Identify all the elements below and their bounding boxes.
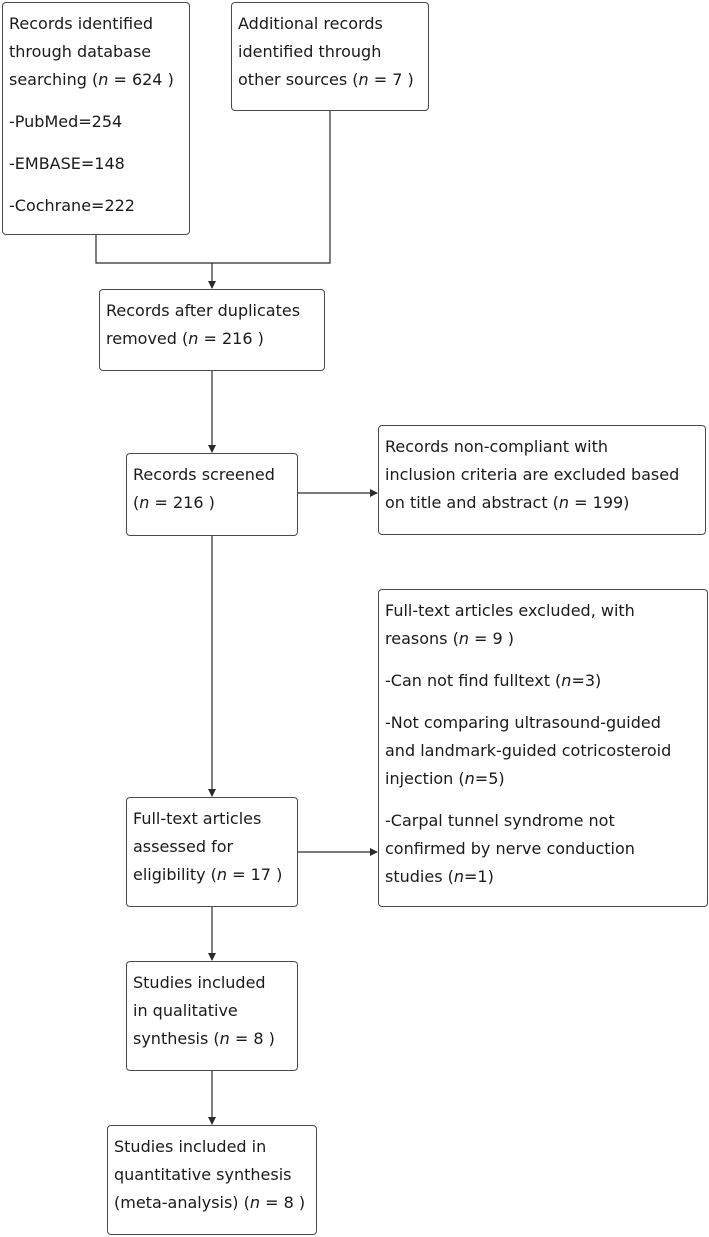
elig-line-1: Full-text articles [133, 809, 262, 828]
records-screened-box: Records screened (n = 216 ) [126, 453, 298, 536]
fulltext-exclusion-box: Full-text articles excluded, with reason… [378, 589, 708, 907]
reason-cts-line-2: confirmed by nerve conduction [385, 839, 635, 858]
title-abstract-exclusion-box: Records non-compliant with inclusion cri… [378, 425, 706, 535]
quant-line-1: Studies included in [114, 1137, 267, 1156]
elig-line-2: assessed for [133, 837, 234, 856]
qual-line-1: Studies included [133, 973, 266, 992]
pubmed-count: -PubMed=254 [9, 112, 123, 131]
qualitative-synthesis-box: Studies included in qualitative synthesi… [126, 961, 298, 1071]
reason-not-comparing-line-1: -Not comparing ultrasound-guided [385, 713, 661, 732]
quant-line-3: (meta-analysis) (n = 8 ) [114, 1193, 306, 1212]
fte-line-1: Full-text articles excluded, with [385, 601, 635, 620]
dup-line-2: removed (n = 216 ) [106, 329, 264, 348]
screened-line-2: (n = 216 ) [133, 493, 215, 512]
database-line-2: through database [9, 42, 152, 61]
eligibility-box: Full-text articles assessed for eligibil… [126, 797, 298, 907]
dup-line-1: Records after duplicates [106, 301, 301, 320]
excl-line-1: Records non-compliant with [385, 437, 609, 456]
excl-line-3: on title and abstract (n = 199) [385, 493, 630, 512]
quantitative-synthesis-box: Studies included in quantitative synthes… [107, 1125, 317, 1235]
database-line-1: Records identified [9, 14, 154, 33]
qual-line-2: in qualitative [133, 1001, 238, 1020]
merge-line [95, 111, 331, 264]
duplicates-removed-box: Records after duplicates removed (n = 21… [99, 289, 325, 371]
reason-cts-line-3: studies (n=1) [385, 867, 494, 886]
database-line-3: searching (n = 624 ) [9, 70, 174, 89]
other-line-2: identified through [238, 42, 382, 61]
other-line-3: other sources (n = 7 ) [238, 70, 414, 89]
quant-line-2: quantitative synthesis [114, 1165, 292, 1184]
reason-not-comparing-line-2: and landmark-guided cotricosteroid [385, 741, 672, 760]
reason-no-fulltext: -Can not find fulltext (n=3) [385, 671, 602, 690]
embase-count: -EMBASE=148 [9, 154, 125, 173]
fte-line-2: reasons (n = 9 ) [385, 629, 515, 648]
reason-cts-line-1: -Carpal tunnel syndrome not [385, 811, 615, 830]
excl-line-2: inclusion criteria are excluded based [385, 465, 680, 484]
qual-line-3: synthesis (n = 8 ) [133, 1029, 275, 1048]
other-line-1: Additional records [238, 14, 383, 33]
elig-line-3: eligibility (n = 17 ) [133, 865, 283, 884]
cochrane-count: -Cochrane=222 [9, 196, 135, 215]
reason-not-comparing-line-3: injection (n=5) [385, 769, 505, 788]
other-sources-box: Additional records identified through ot… [231, 2, 429, 111]
screened-line-1: Records screened [133, 465, 275, 484]
database-records-box: Records identified through database sear… [2, 2, 190, 235]
